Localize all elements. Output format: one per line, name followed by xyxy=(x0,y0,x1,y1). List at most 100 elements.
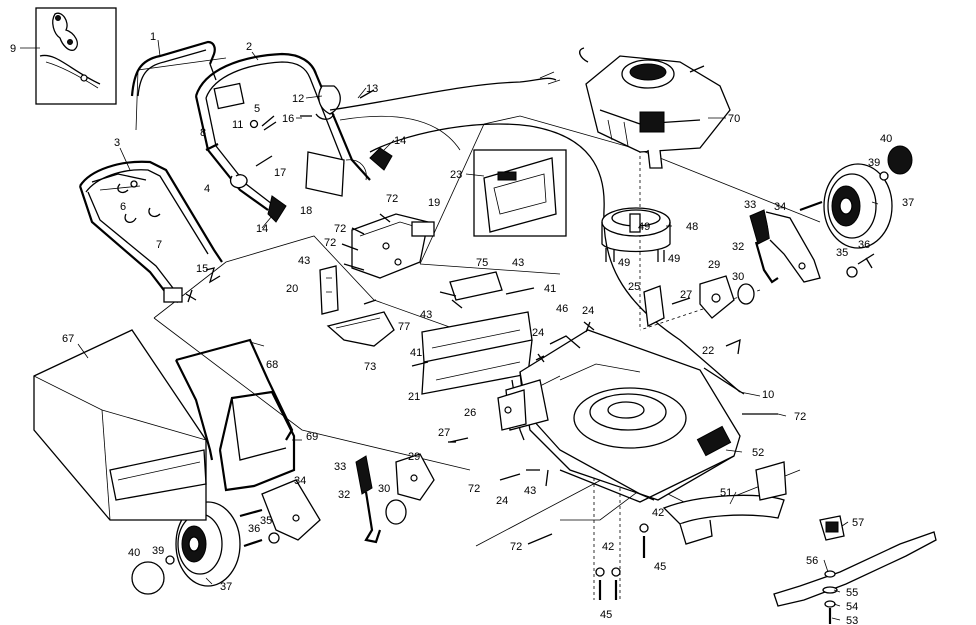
part-7-clip xyxy=(148,207,161,218)
part-73-deflector xyxy=(326,311,395,347)
label-part-35-b: 35 xyxy=(260,515,272,527)
label-part-37-b: 37 xyxy=(220,581,232,593)
label-part-39-a: 39 xyxy=(868,157,880,169)
cable-1 xyxy=(329,77,557,111)
label-part-41-a: 41 xyxy=(544,283,556,295)
label-part-30-b: 30 xyxy=(378,483,390,495)
part-18-plate xyxy=(305,151,345,197)
label-part-30-a: 30 xyxy=(732,271,744,283)
label-part-42-a: 42 xyxy=(602,541,614,553)
part-35-nut-b xyxy=(268,532,280,544)
part-43-bolt-b xyxy=(439,291,457,297)
part-72-screw-e xyxy=(527,533,553,545)
part-20-bracket xyxy=(319,265,339,315)
label-part-53: 53 xyxy=(846,615,858,625)
engine-mount-parts xyxy=(601,207,671,262)
part-32-lever-b xyxy=(364,491,382,544)
part-36-bolt-a xyxy=(857,253,875,269)
part-55-washer xyxy=(822,586,838,594)
label-part-33-a: 33 xyxy=(744,199,756,211)
part-39-washer-b xyxy=(165,555,175,565)
part-1-upper-bar xyxy=(130,40,216,97)
handle-assembly xyxy=(78,40,371,303)
part-23-box xyxy=(473,149,567,237)
label-part-41-b: 41 xyxy=(410,347,422,359)
part-30-bushing-b xyxy=(385,499,407,525)
part-19-bracket xyxy=(351,213,429,279)
label-part-45-a: 45 xyxy=(654,561,666,573)
part-49-bolt-b xyxy=(657,250,665,262)
part-2-main-handle xyxy=(194,52,371,181)
part-27-bolt-a xyxy=(671,297,691,305)
label-part-72-b: 72 xyxy=(334,223,346,235)
part-41-screw-b xyxy=(411,361,429,367)
part-68-bag-frame xyxy=(175,338,294,441)
label-part-21: 21 xyxy=(408,391,420,403)
label-part-54: 54 xyxy=(846,601,858,613)
part-33-grip-b xyxy=(355,455,373,495)
label-part-48: 48 xyxy=(686,221,698,233)
part-12-lever xyxy=(318,85,341,115)
part-40-hubcap-a xyxy=(887,145,913,175)
label-part-10: 10 xyxy=(762,389,774,401)
label-part-20: 20 xyxy=(286,283,298,295)
label-part-6: 6 xyxy=(120,201,126,213)
part-72-screw-a xyxy=(379,213,391,223)
part-75-bracket xyxy=(449,271,503,301)
label-part-72-c: 72 xyxy=(324,237,336,249)
label-part-39-b: 39 xyxy=(152,545,164,557)
label-part-14-lower: 14 xyxy=(256,223,268,235)
part-39-washer-a xyxy=(879,171,889,181)
label-part-49-a: 49 xyxy=(638,221,650,233)
label-part-34-b: 34 xyxy=(294,475,306,487)
label-part-72-e: 72 xyxy=(510,541,522,553)
part-14-knob-lower xyxy=(267,195,287,223)
part-34-bracket-b xyxy=(261,479,321,541)
part-9-inset-box xyxy=(35,7,117,105)
label-part-24-c: 24 xyxy=(496,495,508,507)
part-17-screw xyxy=(255,155,273,167)
label-part-75: 75 xyxy=(476,257,488,269)
part-27-bolt-b xyxy=(449,437,469,443)
label-part-43-a: 43 xyxy=(298,255,310,267)
label-part-42-b: 42 xyxy=(652,507,664,519)
label-part-55: 55 xyxy=(846,587,858,599)
control-bracket-assembly xyxy=(319,213,435,315)
part-54-washer xyxy=(824,600,836,608)
label-part-32-a: 32 xyxy=(732,241,744,253)
label-part-49-b: 49 xyxy=(618,257,630,269)
label-part-56: 56 xyxy=(806,555,818,567)
label-part-70: 70 xyxy=(728,113,740,125)
part-24-screw-a xyxy=(535,353,545,363)
label-part-36-b: 36 xyxy=(248,523,260,535)
label-part-9: 9 xyxy=(10,43,16,55)
label-part-19: 19 xyxy=(428,197,440,209)
part-30-bushing-a xyxy=(737,283,755,305)
label-part-77: 77 xyxy=(398,321,410,333)
label-part-52: 52 xyxy=(752,447,764,459)
label-part-26: 26 xyxy=(464,407,476,419)
part-40-hubcap-b xyxy=(131,561,165,595)
rear-right-wheel-assembly xyxy=(643,145,913,355)
part-26-bracket xyxy=(497,389,527,431)
label-part-27-a: 27 xyxy=(680,289,692,301)
label-part-25: 25 xyxy=(628,281,640,293)
label-part-18: 18 xyxy=(300,205,312,217)
part-46-clip xyxy=(549,335,581,349)
part-21-rear-skirt xyxy=(421,311,533,363)
control-cables xyxy=(329,71,741,393)
part-69-bag-frame xyxy=(218,390,296,492)
label-part-51: 51 xyxy=(720,487,732,499)
part-8-bolt xyxy=(205,143,219,151)
label-part-7: 7 xyxy=(156,239,162,251)
label-part-43-b: 43 xyxy=(512,257,524,269)
part-14-knob-upper xyxy=(369,147,393,171)
part-49-bolt-a xyxy=(605,248,615,262)
part-72-screw-d xyxy=(499,473,521,481)
label-part-40-b: 40 xyxy=(128,547,140,559)
label-part-14-upper: 14 xyxy=(394,135,406,147)
label-part-33-b: 33 xyxy=(334,461,346,473)
rear-door-parts xyxy=(326,271,535,395)
label-part-3: 3 xyxy=(114,137,120,149)
